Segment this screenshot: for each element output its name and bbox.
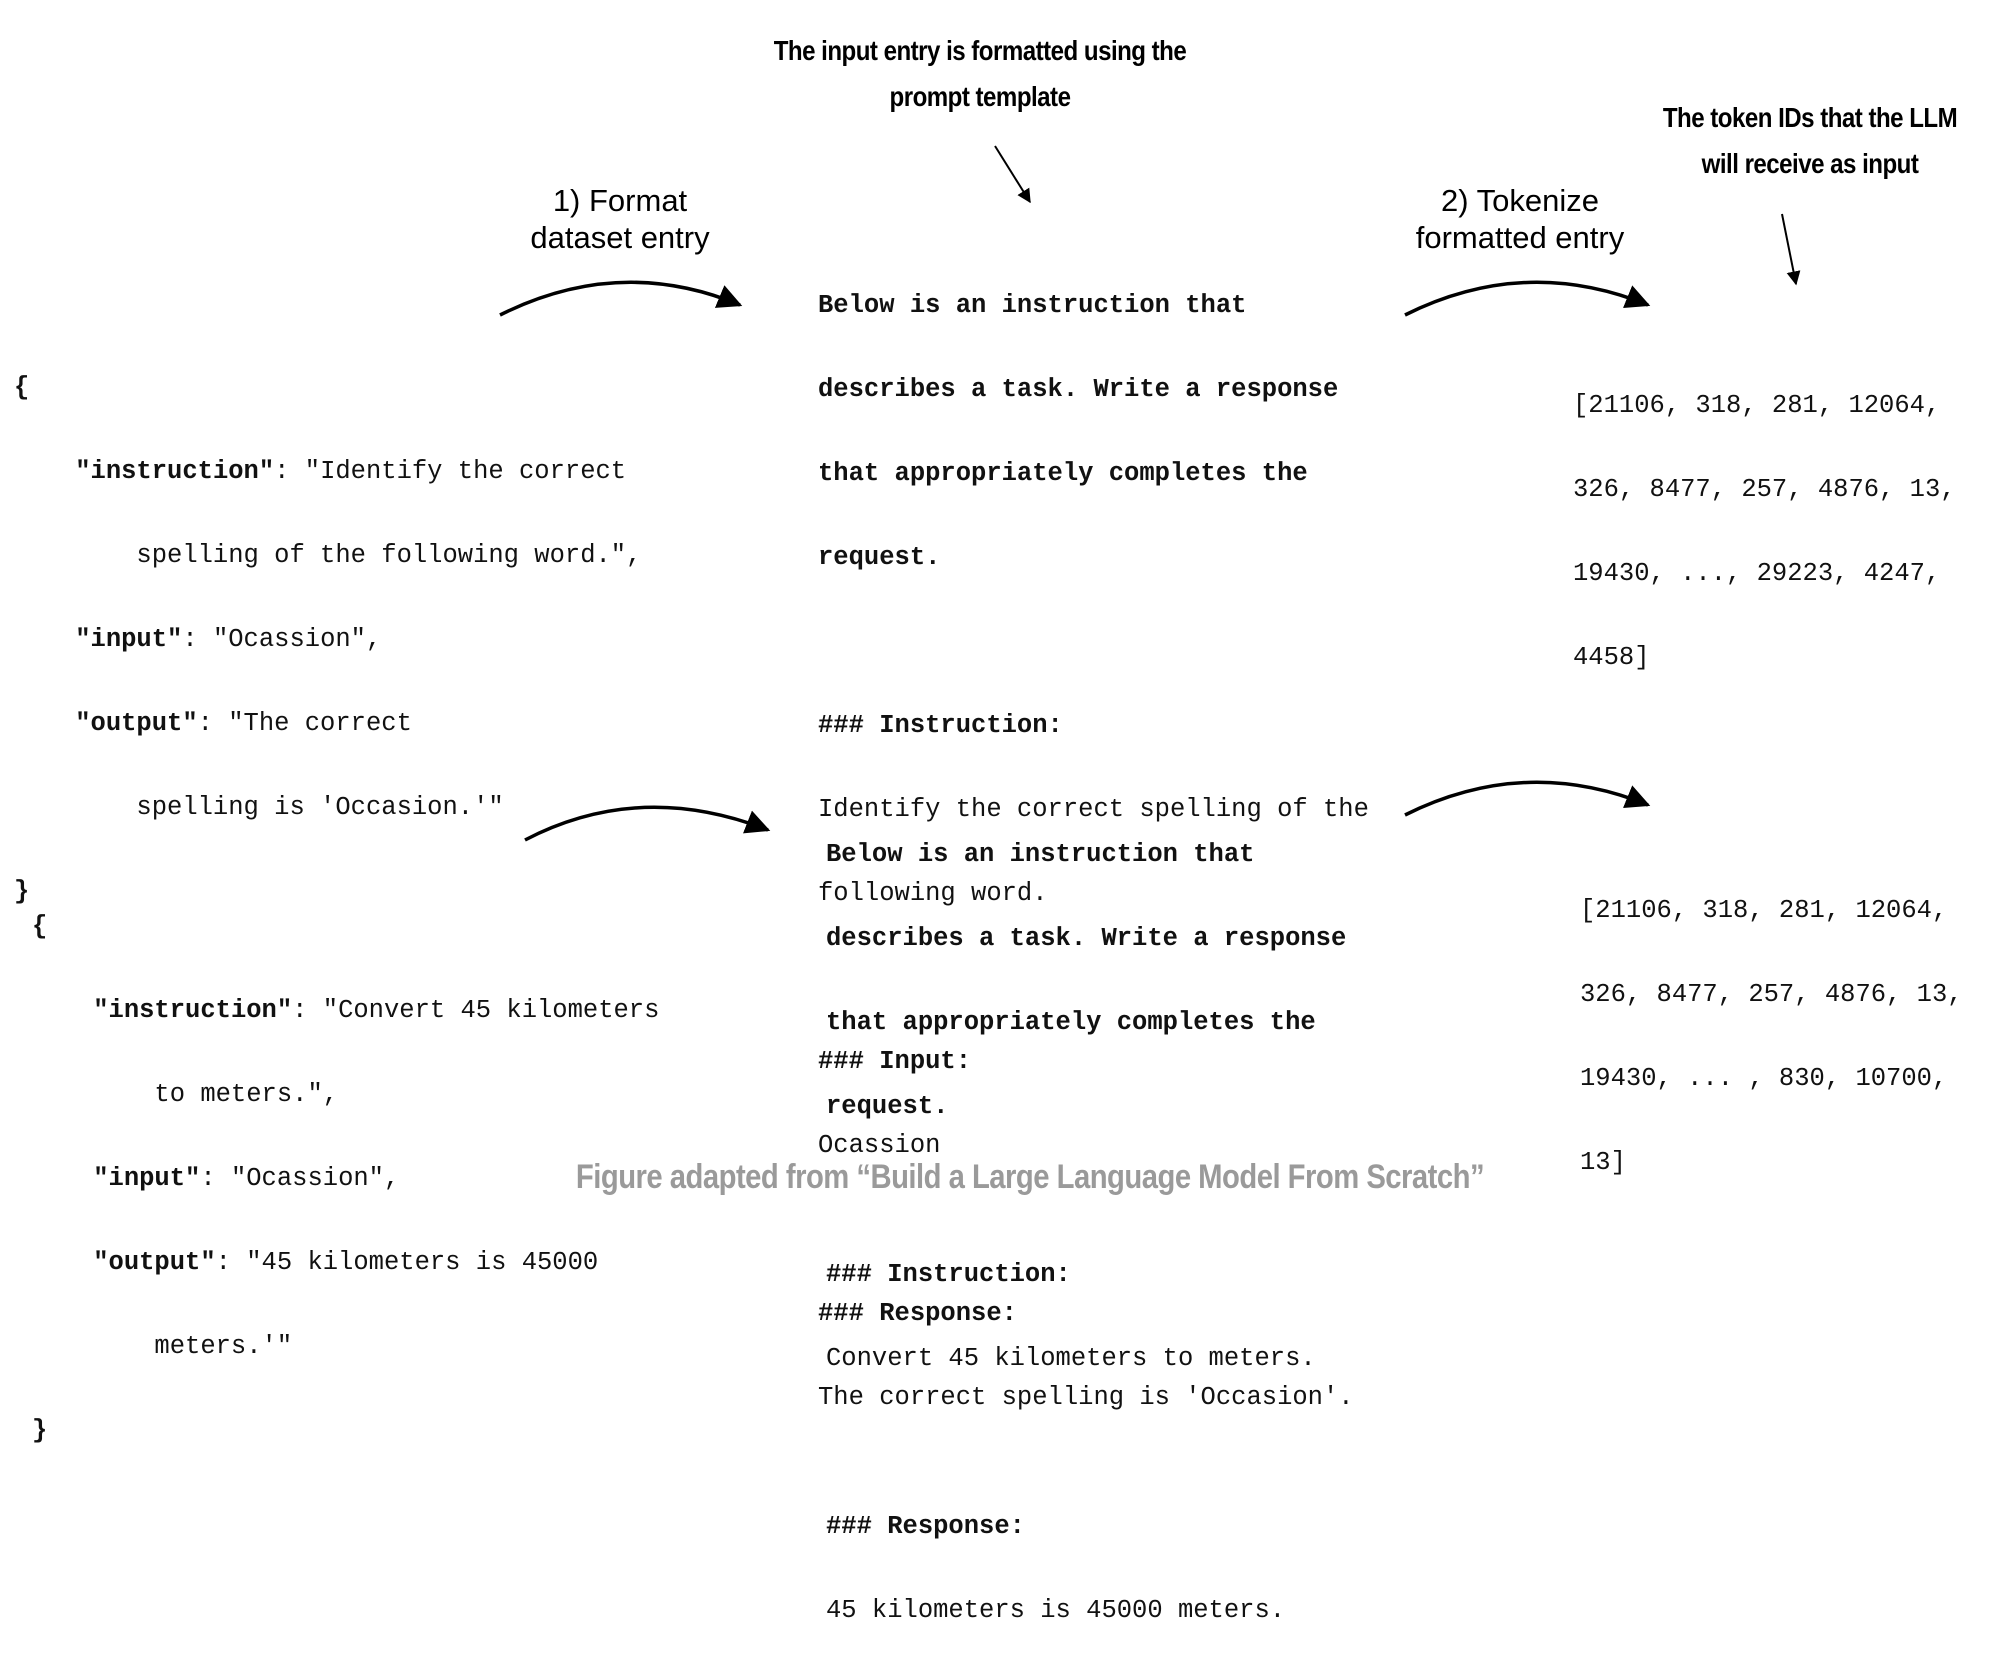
format-arrow-1 bbox=[499, 280, 743, 317]
token-ids-1: [21106, 318, 281, 12064, 326, 8477, 257,… bbox=[1573, 391, 1956, 672]
step-format-label: 1) Format dataset entry bbox=[530, 183, 710, 255]
dataset-entry-1: { "instruction": "Identify the correct s… bbox=[14, 373, 642, 906]
prompt-note-pointer-arrow bbox=[994, 145, 1031, 204]
tokenize-arrow-2 bbox=[1404, 780, 1651, 817]
figure-caption: Figure adapted from “Build a Large Langu… bbox=[575, 1158, 1485, 1196]
tokenize-arrow-1 bbox=[1404, 280, 1651, 317]
formatted-prompt-2: Below is an instruction that describes a… bbox=[826, 840, 1347, 1625]
token-ids-note: The token IDs that the LLM will receive … bbox=[1662, 102, 1958, 179]
flow-arrows bbox=[499, 145, 1801, 842]
step-tokenize-label: 2) Tokenize formatted entry bbox=[1415, 183, 1625, 255]
token-note-pointer-arrow bbox=[1781, 213, 1801, 286]
token-ids-2: [21106, 318, 281, 12064, 326, 8477, 257,… bbox=[1580, 896, 1963, 1177]
prompt-template-note: The input entry is formatted using the p… bbox=[773, 35, 1187, 112]
format-arrow-2 bbox=[524, 805, 771, 842]
